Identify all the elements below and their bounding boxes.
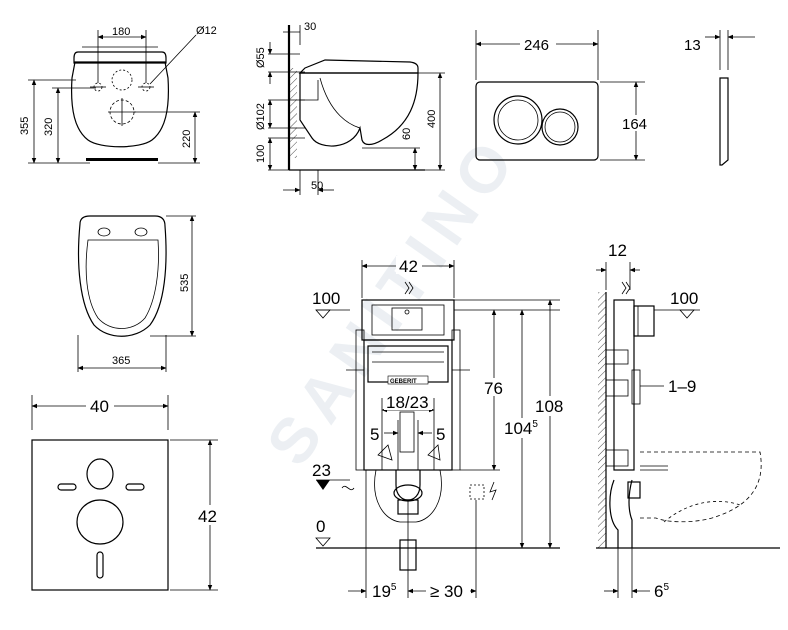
dim-plate-thickness: 13 [684,37,701,54]
dim-frame-bottom-30: ≥ 30 [430,582,463,601]
dim-frame-width: 42 [399,257,418,276]
wc-side-dashed [640,451,762,523]
dim-side-diameter-102: Ø102 [255,103,267,130]
dim-side-frame-level-100: 100 [670,289,698,308]
wc-bowl-front-outline [70,61,170,148]
dim-side-frame-range: 1–9 [668,377,696,396]
installation-frame-front: GEBERIT 42 100 18/23 [312,256,568,601]
dim-frame-offset-left: 5 [370,425,379,444]
dim-side-frame-bottom: 65 [654,582,669,601]
frame-side-profile [613,299,635,471]
top-view-outline [77,215,167,337]
flush-plate-front: 246 164 [475,30,652,161]
dim-frame-bottom-19: 195 [372,582,397,601]
dim-side-height-400: 400 [426,110,438,128]
dim-mat-height: 42 [198,507,217,526]
dim-plate-height: 164 [622,116,647,133]
floor-line [86,158,158,161]
dim-frame-level-100: 100 [312,289,340,308]
dim-side-diameter-55: Ø55 [255,47,267,68]
dim-frame-height-104: 1045 [504,419,538,438]
dim-frame-height-76: 76 [484,379,503,398]
mat-slot-bottom [96,551,104,579]
dim-side-frame-bottom-base: 6 [654,582,663,601]
wc-front-view: 180 Ø12 355 320 220 [19,25,217,164]
dim-plate-width: 246 [524,37,549,54]
dim-front-height-inner: 320 [43,118,55,136]
cistern-side [633,305,655,337]
dim-frame-gap: 18/23 [386,393,429,412]
dim-side-height-100: 100 [255,145,267,163]
dim-frame-offset-right: 5 [436,425,445,444]
mat-slot-left [57,483,77,491]
dim-side-frame-bottom-exp: 5 [663,582,669,593]
mat-slot-right [125,483,145,491]
dim-frame-bottom-19-base: 19 [372,582,391,601]
wc-seat-edge [73,51,167,64]
frame-brand-label: GEBERIT [390,379,417,385]
dim-front-hole: Ø12 [196,25,217,37]
dim-front-height-outlet: 220 [181,130,193,148]
inlet-hole [111,69,133,91]
wc-bowl-side [299,72,419,147]
wc-seat-side [298,59,419,74]
dim-front-height-total: 355 [19,117,31,135]
dim-frame-level-0: 0 [316,517,325,536]
dim-side-depth-50: 50 [311,180,323,192]
flush-button-small [541,108,579,146]
dim-side-top-offset: 30 [304,21,316,33]
dim-top-width: 365 [112,355,130,367]
mat-outlet-cutout [76,499,124,545]
wc-top-view: 535 365 [77,215,196,372]
wall-hatch [598,292,606,548]
drain-side [609,479,633,548]
wc-side-view: 30 Ø55 Ø102 100 400 60 50 [255,21,445,195]
mat-inlet-cutout [86,458,114,490]
dim-mat-width: 40 [90,397,109,416]
flush-plate-outline [475,81,599,161]
dim-frame-height-104-base: 104 [504,419,532,438]
installation-frame-side: 12 100 1–9 65 [596,241,780,601]
dim-side-height-60: 60 [401,128,413,140]
watermark-text: SANITINO [252,121,532,478]
dim-front-width: 180 [112,26,130,38]
dim-frame-bottom-19-exp: 5 [391,582,397,593]
flush-button-large [493,95,543,145]
dim-frame-height-104-exp: 5 [532,419,538,430]
dim-side-frame-depth: 12 [608,241,627,260]
mat-outline [31,439,169,591]
flush-plate-side: 13 [684,30,755,166]
dim-frame-height-108: 108 [535,397,563,416]
dim-frame-level-23: 23 [312,461,331,480]
dim-top-length: 535 [179,274,191,292]
sound-insulation-mat: 40 42 [31,395,224,591]
flush-plate-profile [719,77,729,166]
